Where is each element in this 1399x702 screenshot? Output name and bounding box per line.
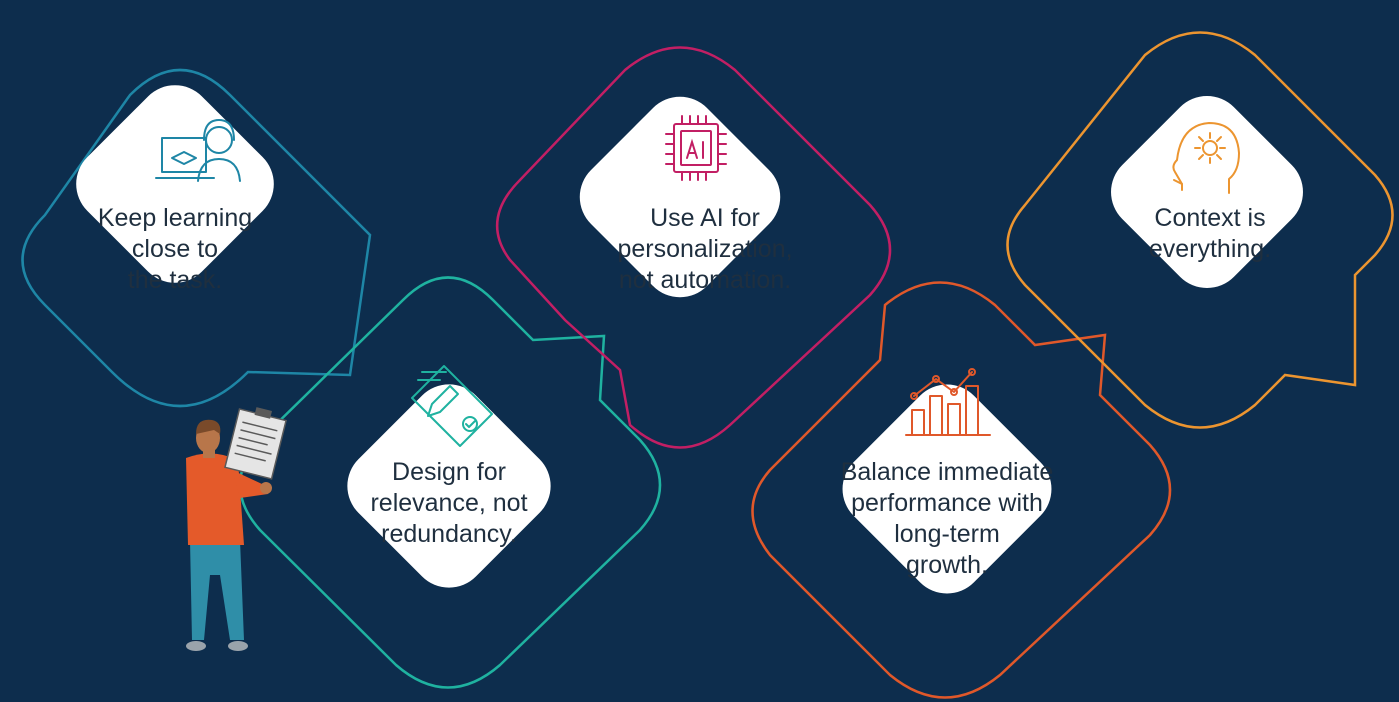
card-2-line-1: Design for <box>392 458 506 486</box>
card-5-line-1: Context is <box>1154 204 1266 232</box>
card-3-line-2: personalization, <box>617 235 793 263</box>
card-4-diamond <box>842 384 1052 594</box>
card-2-text: Design for relevance, not redundancy. <box>349 457 549 550</box>
card-5-text: Context is everything. <box>1105 203 1315 265</box>
card-4-line-1: Balance immediate <box>840 458 1054 486</box>
card-5-outline <box>1006 31 1394 429</box>
card-2-diamond <box>347 384 551 588</box>
card-1-group <box>21 68 372 408</box>
card-5-diamond <box>1111 96 1303 288</box>
card-2-line-2: relevance, not <box>370 489 528 517</box>
card-1-line-1: Keep learning <box>97 204 253 232</box>
card-3-group <box>495 46 892 449</box>
card-1-diamond <box>76 85 274 283</box>
card-4-line-4: growth. <box>906 551 988 579</box>
card-2-line-3: redundancy. <box>381 520 517 548</box>
card-4-line-2: performance with <box>851 489 1043 517</box>
card-1-outline <box>21 68 372 408</box>
card-1-line-3: the task. <box>127 266 223 294</box>
growth-bar-chart-icon <box>905 368 991 436</box>
person-holding-clipboard-icon <box>186 407 287 651</box>
card-2-outline <box>238 276 662 689</box>
head-gear-icon <box>1172 122 1240 194</box>
card-3-text: Use AI for personalization, not automati… <box>580 203 830 296</box>
card-5-line-2: everything. <box>1148 235 1272 263</box>
card-3-line-3: not automation. <box>618 266 792 294</box>
card-1-text: Keep learning close to the task. <box>80 203 270 296</box>
card-4-outline <box>751 281 1172 699</box>
card-3-outline <box>495 46 892 449</box>
card-3-diamond <box>579 96 781 298</box>
card-4-group <box>751 281 1172 699</box>
card-4-text: Balance immediate performance with long-… <box>812 457 1082 581</box>
card-2-group <box>238 276 662 689</box>
ai-chip-icon <box>665 115 727 181</box>
card-1-line-2: close to <box>131 235 219 263</box>
learner-headset-laptop-icon <box>155 119 241 182</box>
card-3-line-1: Use AI for <box>650 204 760 232</box>
card-5-group <box>1006 31 1394 429</box>
card-4-line-3: long-term <box>894 520 1000 548</box>
design-pencil-document-icon <box>411 365 493 447</box>
